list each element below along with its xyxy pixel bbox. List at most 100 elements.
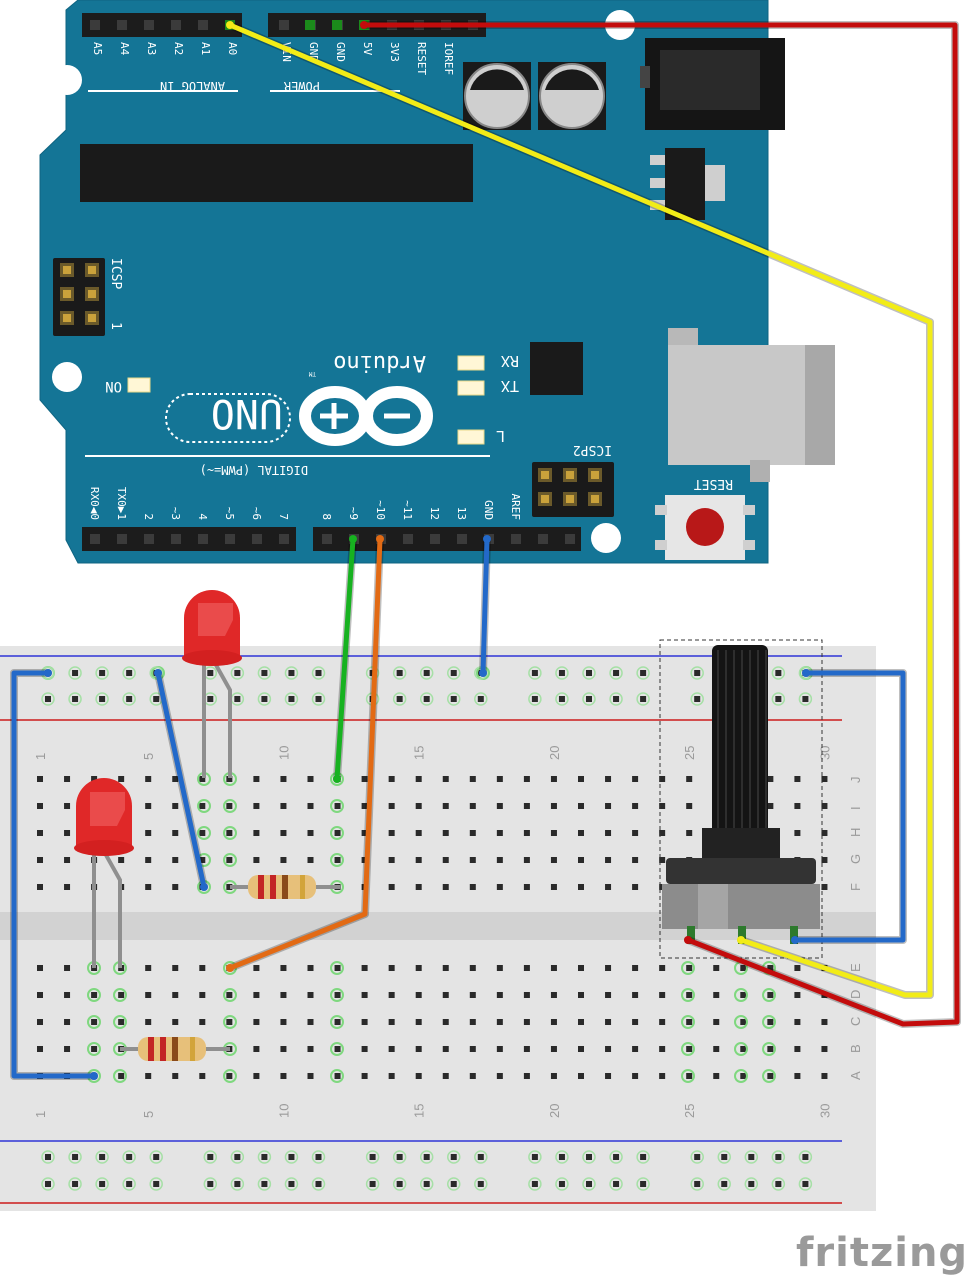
breadboard-hole bbox=[578, 830, 584, 836]
breadboard-hole bbox=[37, 1019, 43, 1025]
breadboard-hole bbox=[794, 830, 801, 836]
breadboard-hole bbox=[315, 696, 322, 702]
row-letter: C bbox=[848, 1017, 863, 1026]
breadboard-hole bbox=[632, 1019, 639, 1025]
reset-button[interactable] bbox=[655, 495, 755, 560]
breadboard-hole bbox=[550, 965, 557, 971]
breadboard-hole bbox=[45, 1181, 51, 1187]
breadboard-hole bbox=[605, 1073, 612, 1079]
breadboard-hole bbox=[767, 992, 774, 998]
breadboard-hole bbox=[415, 803, 422, 809]
header-pin bbox=[403, 534, 413, 544]
header-pin bbox=[171, 534, 181, 544]
on-led bbox=[127, 377, 151, 393]
breadboard-hole bbox=[578, 965, 584, 971]
breadboard-hole bbox=[550, 884, 557, 890]
breadboard-hole bbox=[748, 1154, 755, 1160]
breadboard-hole bbox=[253, 1019, 260, 1025]
mounting-hole bbox=[52, 65, 82, 95]
column-number: 5 bbox=[141, 753, 156, 760]
breadboard-hole bbox=[659, 965, 666, 971]
breadboard-hole bbox=[207, 670, 214, 676]
analog-in-caption: ANALOG IN bbox=[160, 79, 225, 93]
breadboard-hole bbox=[118, 992, 125, 998]
breadboard-hole bbox=[261, 670, 268, 676]
breadboard-hole bbox=[64, 776, 71, 782]
breadboard-hole bbox=[523, 830, 530, 836]
potentiometer bbox=[659, 639, 823, 959]
breadboard-hole bbox=[280, 830, 287, 836]
breadboard-hole bbox=[794, 1046, 801, 1052]
breadboard-hole bbox=[361, 776, 368, 782]
breadboard-hole bbox=[91, 992, 98, 998]
header-pin bbox=[144, 20, 154, 30]
breadboard-hole bbox=[253, 1046, 260, 1052]
breadboard-hole bbox=[632, 830, 639, 836]
breadboard-hole bbox=[558, 1154, 565, 1160]
breadboard-hole bbox=[821, 830, 828, 836]
breadboard-hole bbox=[659, 803, 666, 809]
column-number: 10 bbox=[276, 746, 291, 760]
breadboard-hole bbox=[99, 1154, 106, 1160]
breadboard-hole bbox=[523, 1046, 530, 1052]
pin10-to-led-wire bbox=[227, 536, 383, 971]
breadboard-hole bbox=[613, 696, 620, 702]
breadboard-hole bbox=[145, 965, 152, 971]
breadboard-hole bbox=[550, 1046, 557, 1052]
breadboard-hole bbox=[361, 992, 368, 998]
tx-label: TX bbox=[501, 377, 519, 395]
header-pin bbox=[511, 534, 521, 544]
breadboard-hole bbox=[578, 1019, 584, 1025]
breadboard-hole bbox=[199, 857, 206, 863]
breadboard-hole bbox=[550, 803, 557, 809]
resistor-lower bbox=[120, 1037, 230, 1061]
breadboard-hole bbox=[794, 1019, 801, 1025]
breadboard-hole bbox=[496, 803, 503, 809]
breadboard-hole bbox=[423, 1181, 430, 1187]
breadboard-hole bbox=[713, 1019, 720, 1025]
breadboard-hole bbox=[605, 884, 612, 890]
breadboard-hole bbox=[640, 1154, 647, 1160]
breadboard-hole bbox=[586, 696, 592, 702]
breadboard-hole bbox=[767, 1046, 774, 1052]
breadboard-hole bbox=[632, 884, 639, 890]
breadboard-hole bbox=[605, 1019, 612, 1025]
icsp2-label: ICSP2 bbox=[573, 442, 612, 457]
breadboard-hole bbox=[415, 884, 422, 890]
breadboard-hole bbox=[469, 830, 476, 836]
breadboard-hole bbox=[45, 1154, 51, 1160]
pin-label: IOREF bbox=[442, 42, 455, 75]
breadboard-hole bbox=[694, 696, 701, 702]
breadboard-hole bbox=[307, 965, 314, 971]
breadboard-hole bbox=[740, 992, 747, 998]
mounting-hole bbox=[52, 362, 82, 392]
breadboard-hole bbox=[802, 1154, 809, 1160]
breadboard-hole bbox=[794, 776, 801, 782]
header-pin bbox=[90, 534, 100, 544]
header-pin bbox=[565, 534, 575, 544]
breadboard-hole bbox=[91, 776, 98, 782]
breadboard-hole bbox=[578, 776, 584, 782]
breadboard-hole bbox=[388, 830, 395, 836]
breadboard-hole bbox=[578, 992, 584, 998]
breadboard-hole bbox=[794, 1073, 801, 1079]
breadboard-hole bbox=[802, 696, 809, 702]
l-label: L bbox=[496, 427, 505, 445]
breadboard-hole bbox=[496, 965, 503, 971]
pin-label: 3V3 bbox=[388, 42, 401, 62]
breadboard-hole bbox=[659, 776, 666, 782]
column-number: 1 bbox=[33, 753, 48, 760]
breadboard-hole bbox=[442, 803, 449, 809]
breadboard-hole bbox=[450, 1181, 457, 1187]
header-pin bbox=[457, 534, 467, 544]
column-number: 15 bbox=[412, 746, 427, 760]
digital-pin-label: RX0◀0 bbox=[88, 487, 101, 520]
breadboard-hole bbox=[477, 696, 484, 702]
breadboard-hole bbox=[415, 857, 422, 863]
breadboard-hole bbox=[523, 884, 530, 890]
pin-label: A1 bbox=[199, 42, 212, 55]
breadboard-hole bbox=[172, 992, 179, 998]
breadboard-hole bbox=[64, 965, 71, 971]
header-pin bbox=[252, 534, 262, 544]
